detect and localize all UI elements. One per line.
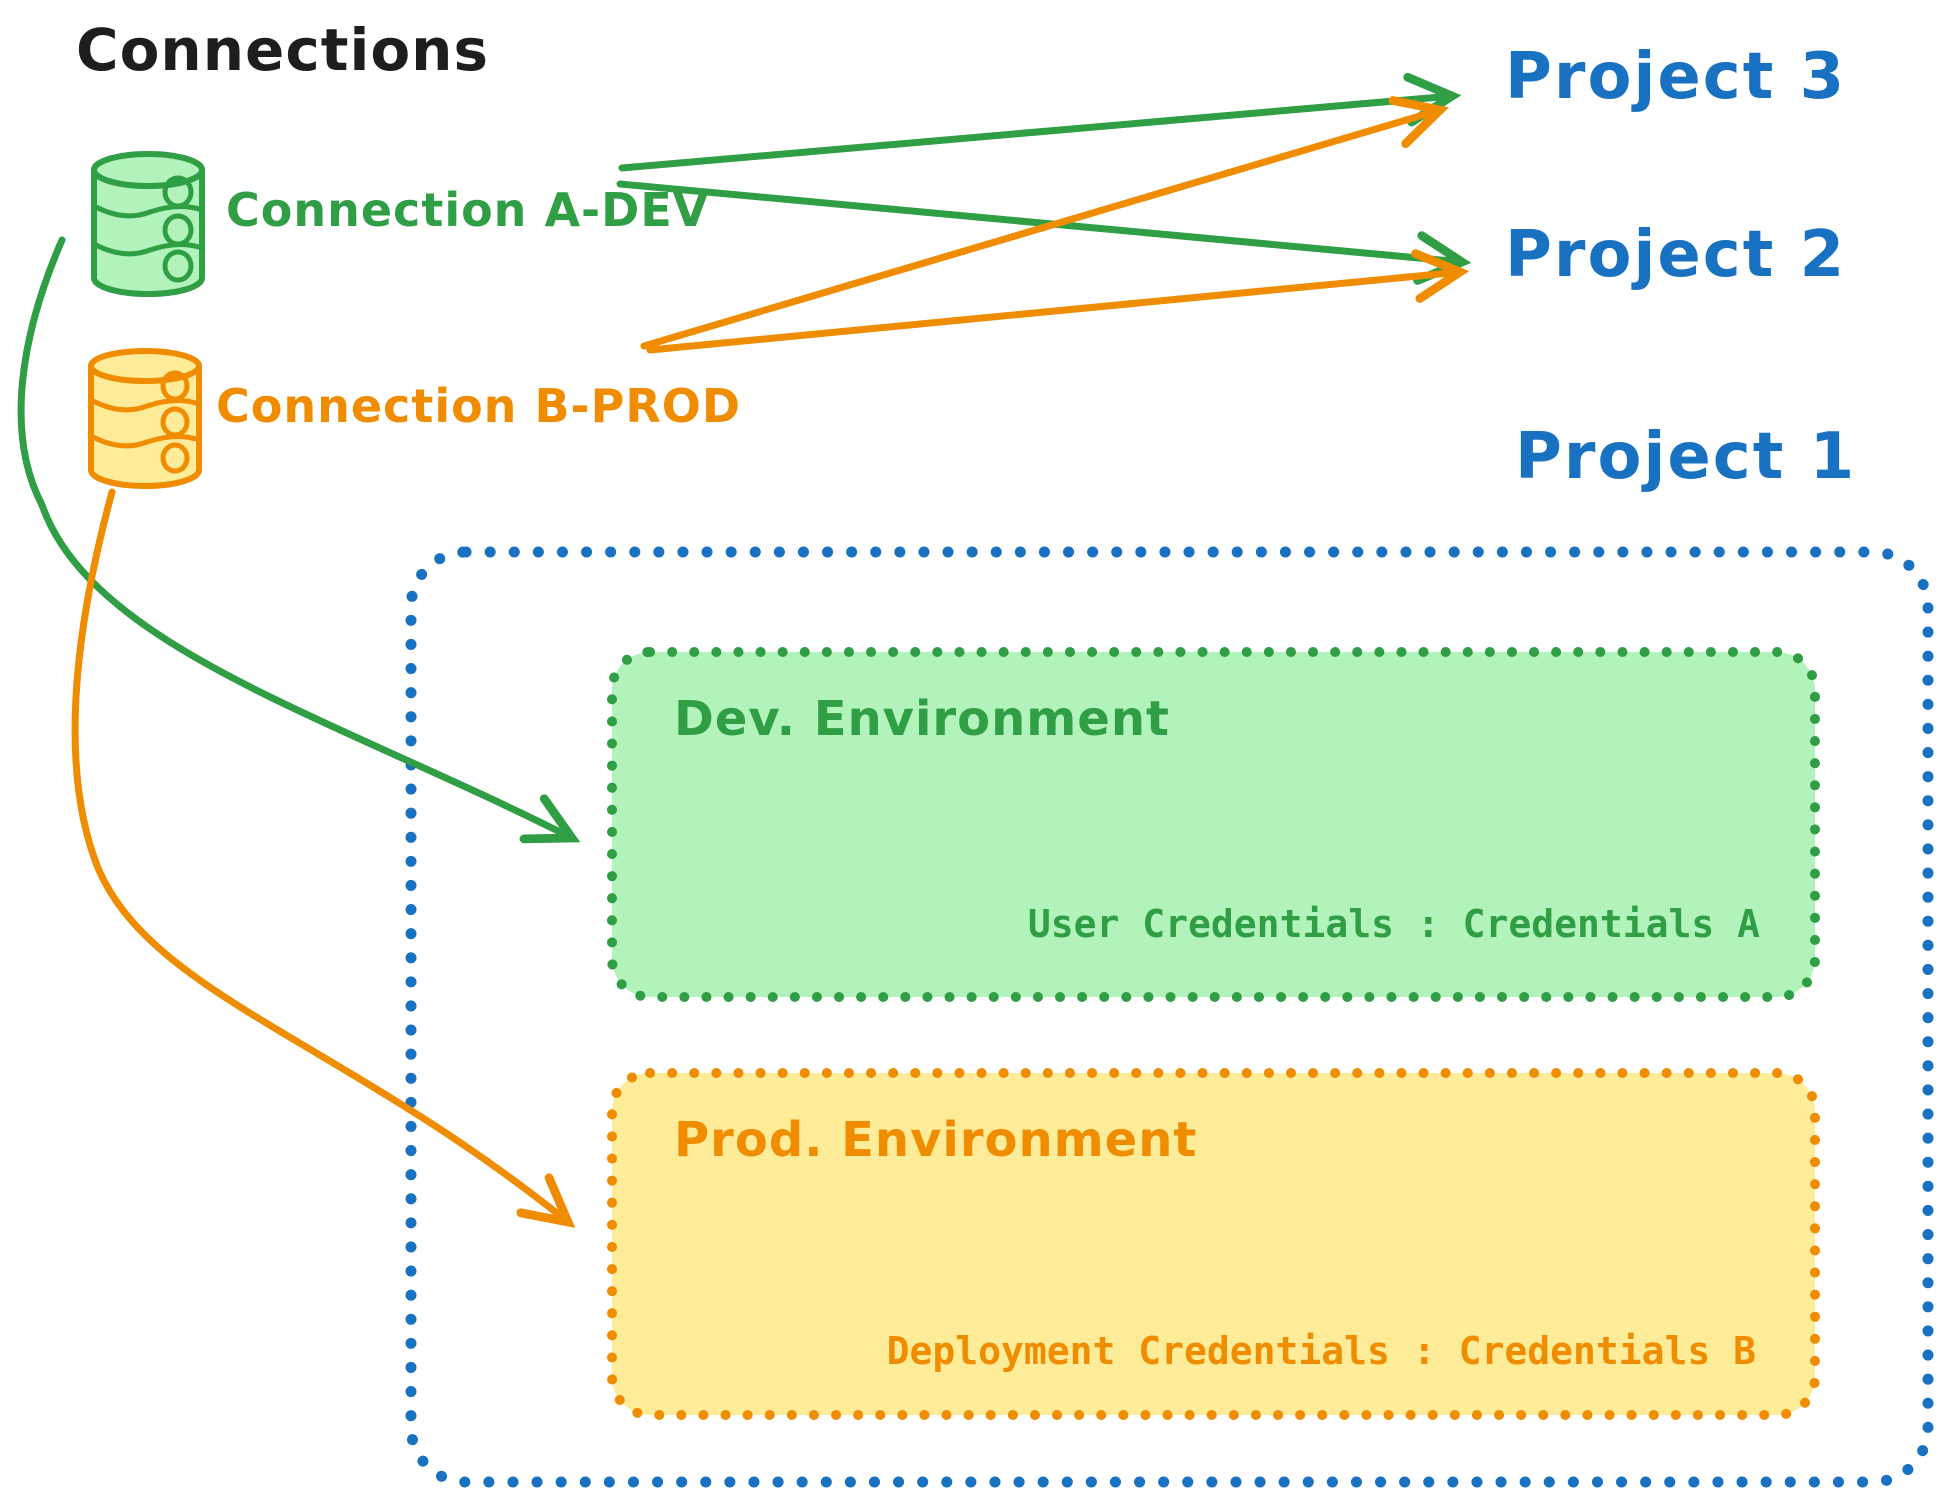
project-1-label: Project 1 — [1515, 420, 1857, 494]
arrow-a-dev-to-dev-environment — [17, 236, 581, 844]
database-icon — [91, 151, 205, 297]
dev-environment-credentials: User Credentials : Credentials A — [1027, 902, 1760, 946]
dev-environment-box — [607, 647, 1820, 1002]
diagram-title: Connections — [76, 16, 489, 84]
arrow-b-prod-to-project-3 — [640, 96, 1449, 350]
prod-environment-title: Prod. Environment — [674, 1112, 1198, 1168]
connection-a-dev-label: Connection A-DEV — [226, 183, 710, 237]
project-1-container — [405, 546, 1934, 1488]
project-2-label: Project 2 — [1505, 218, 1847, 292]
arrow-b-prod-to-prod-environment — [71, 488, 576, 1228]
arrow-a-dev-to-project-2 — [616, 180, 1472, 285]
arrow-a-dev-to-project-3 — [618, 72, 1462, 172]
database-icon — [88, 348, 202, 489]
arrow-b-prod-to-project-2 — [646, 249, 1470, 354]
dev-environment-title: Dev. Environment — [674, 691, 1170, 747]
prod-environment-box — [607, 1068, 1820, 1420]
connection-b-prod-label: Connection B-PROD — [216, 379, 742, 433]
prod-environment-credentials: Deployment Credentials : Credentials B — [886, 1329, 1756, 1373]
project-3-label: Project 3 — [1505, 40, 1847, 114]
